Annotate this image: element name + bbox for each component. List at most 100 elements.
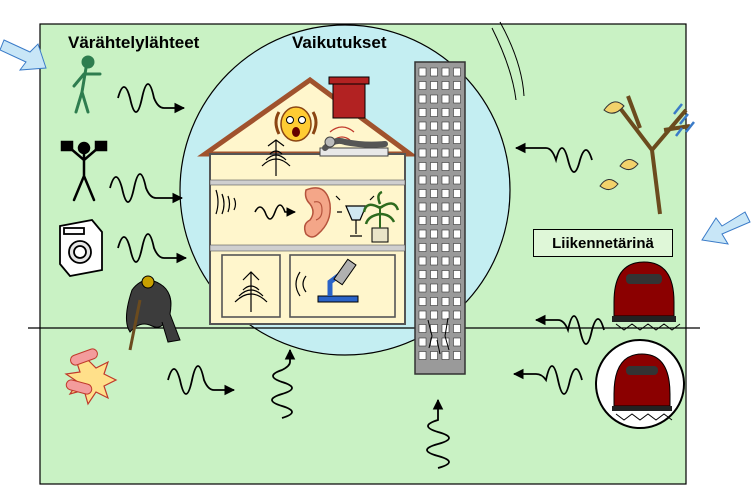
tower-window	[430, 256, 438, 266]
tower-window	[441, 202, 450, 212]
tower-window	[430, 121, 438, 131]
tower-window	[418, 94, 427, 104]
tower-window	[453, 229, 461, 239]
scared-face-icon	[274, 106, 318, 142]
explosion-icon	[64, 348, 118, 406]
tower-window	[430, 202, 438, 212]
tower-window	[453, 108, 461, 117]
chimney	[332, 79, 366, 119]
high-rise-building-icon	[414, 61, 466, 375]
tower-window	[453, 81, 461, 90]
tower-window	[441, 310, 450, 320]
tower-window	[418, 67, 427, 77]
tower-window	[418, 81, 427, 90]
washing-machine-icon	[59, 219, 103, 277]
tower-window	[430, 351, 438, 360]
tower-window	[441, 297, 450, 306]
antenna-icon	[261, 139, 291, 176]
tower-window	[430, 67, 438, 77]
tower-window	[418, 135, 427, 144]
tower-window	[430, 189, 438, 198]
tower-window	[441, 175, 450, 185]
tower-window	[441, 148, 450, 158]
tower-window	[453, 94, 461, 104]
tower-window	[430, 310, 438, 320]
microscope-icon	[295, 258, 359, 303]
tower-window	[441, 67, 450, 77]
tower-window	[441, 162, 450, 171]
wave-explosion	[167, 365, 236, 396]
weightlifter-icon	[60, 140, 108, 202]
tower-window	[441, 81, 450, 90]
tower-window	[418, 108, 427, 117]
sources-title: Värähtelylähteet	[68, 33, 200, 52]
tower-window	[441, 229, 450, 239]
wave-tree	[514, 142, 593, 173]
tower-window	[430, 148, 438, 158]
train-icon	[612, 261, 681, 331]
tower-window	[418, 202, 427, 212]
tower-window	[418, 297, 427, 306]
tower-window	[441, 283, 450, 293]
tower-window	[441, 189, 450, 198]
tower-window	[441, 135, 450, 144]
tower-window	[418, 283, 427, 293]
tower-window	[430, 216, 438, 225]
tower-window	[453, 175, 461, 185]
tower-window	[430, 81, 438, 90]
tower-window	[441, 94, 450, 104]
tower-window	[453, 67, 461, 77]
tower-window	[441, 256, 450, 266]
wave-indoor	[254, 204, 296, 220]
train-in-circle-icon	[595, 339, 685, 429]
tower-window	[418, 337, 427, 347]
tower-window	[430, 175, 438, 185]
antenna-lower-icon	[234, 271, 268, 312]
tower-window	[453, 162, 461, 171]
tower-window	[418, 175, 427, 185]
wave-train-upper	[534, 314, 605, 345]
wave-washer	[117, 233, 188, 264]
house	[197, 76, 418, 325]
windblown-tree-icon	[599, 95, 695, 215]
tower-window	[418, 310, 427, 320]
tower-window	[430, 283, 438, 293]
tower-window	[441, 270, 450, 279]
potted-plant-icon	[362, 190, 400, 243]
tower-window	[453, 216, 461, 225]
tower-window	[441, 108, 450, 117]
tower-window	[430, 162, 438, 171]
tower-window	[418, 256, 427, 266]
tower-window	[430, 135, 438, 144]
tower-window	[453, 324, 461, 333]
sleeping-person-icon	[319, 136, 389, 157]
incoming-arrow-left-icon	[0, 39, 47, 71]
tower-window	[418, 216, 427, 225]
tower-window	[453, 148, 461, 158]
wave-ground-house	[271, 348, 296, 419]
tower-window	[453, 135, 461, 144]
tower-window	[453, 243, 461, 252]
tower-window	[453, 202, 461, 212]
wave-ground-tower	[426, 398, 450, 469]
pile-driver-worker-icon	[126, 275, 181, 351]
tower-window	[453, 297, 461, 306]
tower-window	[430, 297, 438, 306]
tower-window	[418, 121, 427, 131]
tower-window	[430, 324, 438, 333]
ear-icon	[303, 187, 331, 238]
tower-window	[441, 216, 450, 225]
tower-window	[418, 189, 427, 198]
tower-window	[430, 229, 438, 239]
wine-glass-icon	[335, 195, 375, 237]
tower-window	[453, 189, 461, 198]
tower-window	[430, 94, 438, 104]
tower-window	[453, 283, 461, 293]
tower-window	[418, 229, 427, 239]
tower-window	[453, 351, 461, 360]
tower-window	[418, 243, 427, 252]
tower-window	[453, 310, 461, 320]
wave-walker	[117, 83, 186, 114]
tower-window	[418, 162, 427, 171]
tower-window	[453, 337, 461, 347]
